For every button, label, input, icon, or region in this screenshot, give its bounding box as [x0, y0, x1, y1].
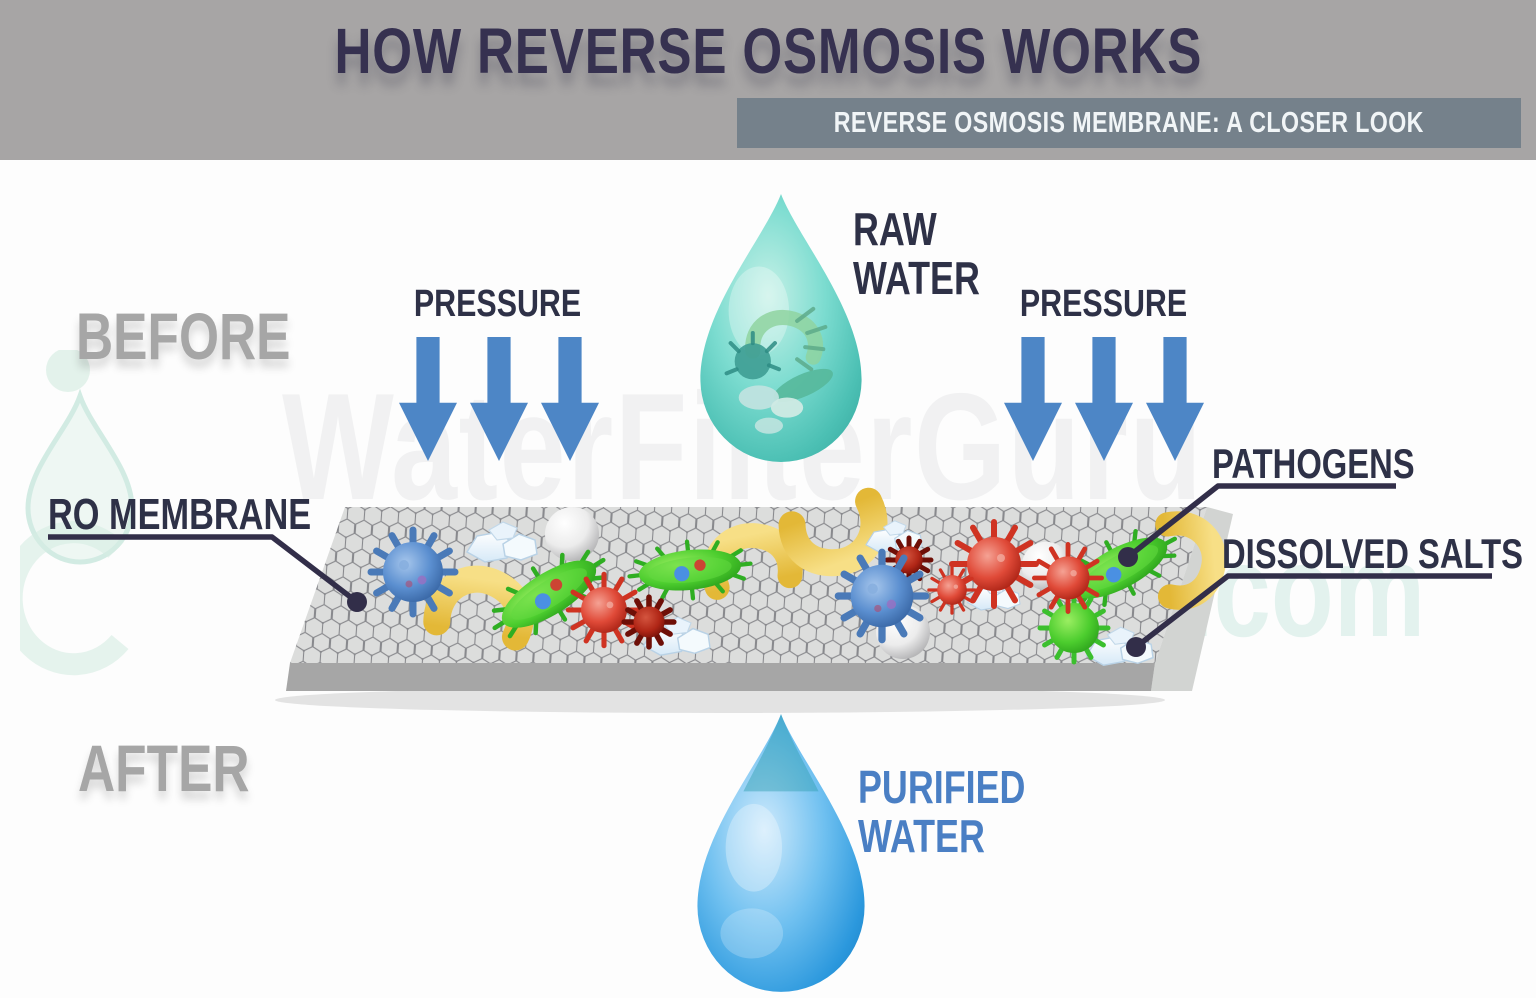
raw-water-label: RAW WATER	[853, 203, 980, 304]
pressure-label-right: PRESSURE	[1020, 283, 1188, 325]
ro-membrane-label: RO MEMBRANE	[48, 490, 312, 539]
pressure-label-left: PRESSURE	[414, 283, 582, 325]
raw-water-droplet	[698, 192, 864, 464]
after-label: AFTER	[78, 731, 250, 805]
pressure-arrows-left	[399, 337, 599, 461]
down-arrow-icon	[470, 337, 528, 461]
subtitle-bar: REVERSE OSMOSIS MEMBRANE: A CLOSER LOOK	[737, 98, 1521, 148]
down-arrow-icon	[1004, 337, 1062, 461]
down-arrow-icon	[541, 337, 599, 461]
ro-membrane-pointer-line	[48, 534, 359, 605]
white-sphere-icon	[545, 507, 599, 561]
dissolved-salts-label: DISSOLVED SALTS	[1222, 530, 1523, 577]
down-arrow-icon	[1146, 337, 1204, 461]
subtitle-text: REVERSE OSMOSIS MEMBRANE: A CLOSER LOOK	[833, 106, 1425, 139]
callout-lines	[48, 483, 1492, 650]
pathogens-pointer-line	[1126, 483, 1396, 560]
callout-dots	[347, 547, 1146, 657]
before-label: BEFORE	[76, 299, 291, 373]
dissolved-salts-pointer-line	[1134, 573, 1492, 650]
raw-water-microbes	[724, 306, 833, 434]
page-title: HOW REVERSE OSMOSIS WORKS	[334, 15, 1202, 87]
purified-water-droplet	[696, 712, 866, 994]
pressure-arrows-right	[1004, 337, 1204, 461]
header-band: HOW REVERSE OSMOSIS WORKS REVERSE OSMOSI…	[0, 0, 1536, 160]
pathogens-label: PATHOGENS	[1212, 440, 1415, 487]
down-arrow-icon	[1075, 337, 1133, 461]
watermark-droplet-icon	[20, 350, 135, 676]
down-arrow-icon	[399, 337, 457, 461]
purified-water-label: PURIFIED WATER	[858, 761, 1026, 862]
membrane-shadow	[275, 687, 1165, 713]
